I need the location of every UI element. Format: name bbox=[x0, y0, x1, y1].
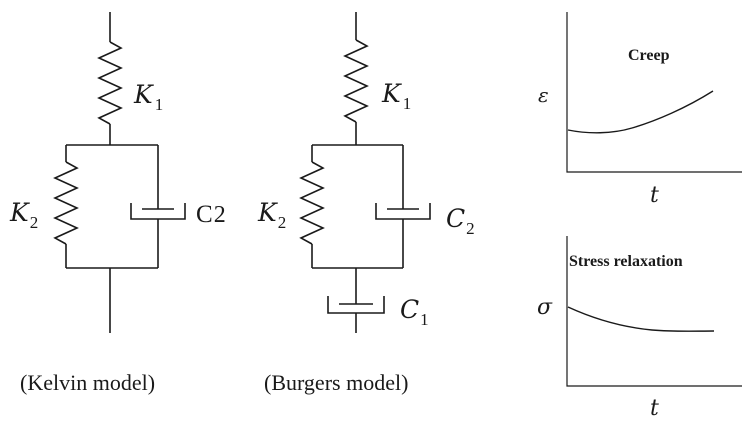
relax-title: Stress relaxation bbox=[569, 253, 683, 270]
burgers-caption: (Burgers model) bbox=[264, 370, 408, 395]
creep-ylabel: ε bbox=[538, 83, 549, 107]
burgers-k2-label: K2 bbox=[257, 198, 286, 232]
burgers-spring-k1 bbox=[343, 39, 369, 123]
kelvin-spring-k1 bbox=[97, 41, 123, 125]
relax-curve bbox=[567, 306, 715, 332]
creep-title: Creep bbox=[628, 47, 670, 64]
burgers-c2-label: C2 bbox=[446, 204, 475, 238]
stress-relaxation-plot: Stress relaxation σ t bbox=[537, 236, 742, 421]
creep-plot: Creep ε t bbox=[538, 12, 742, 208]
creep-curve bbox=[567, 90, 714, 134]
kelvin-k2-label: K2 bbox=[9, 198, 38, 232]
relax-xlabel: t bbox=[650, 396, 659, 421]
relax-ylabel: σ bbox=[537, 295, 553, 320]
burgers-c1-label: C1 bbox=[400, 295, 429, 329]
kelvin-caption: (Kelvin model) bbox=[20, 370, 155, 395]
burgers-spring-k2 bbox=[299, 161, 325, 245]
kelvin-spring-k2 bbox=[53, 161, 79, 245]
creep-axes bbox=[566, 12, 742, 173]
kelvin-c2-label: C2 bbox=[196, 201, 226, 228]
relax-axes bbox=[566, 236, 742, 387]
creep-xlabel: t bbox=[650, 183, 659, 208]
